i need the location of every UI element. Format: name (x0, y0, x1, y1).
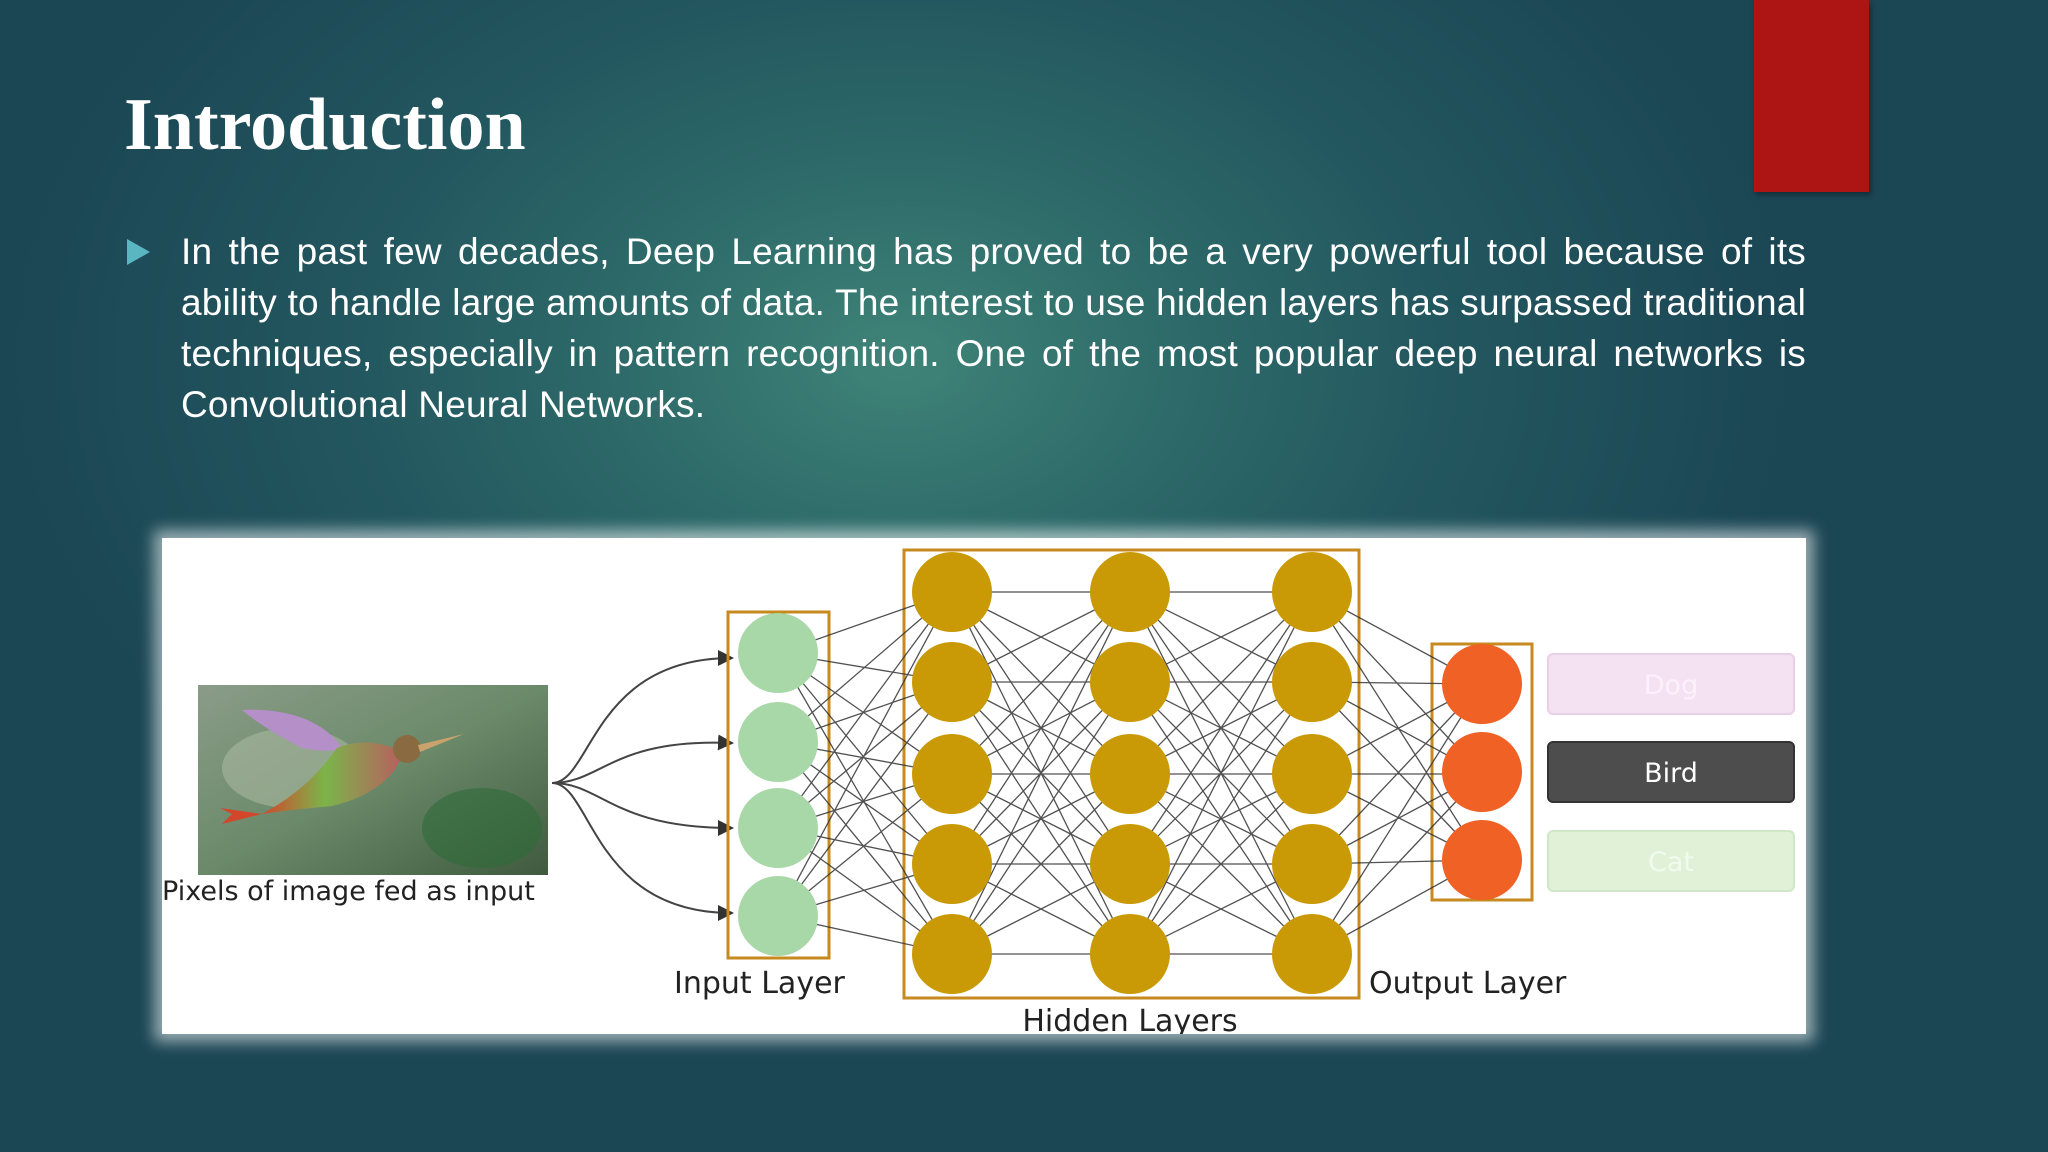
output-node (1442, 732, 1522, 812)
slide-title: Introduction (124, 84, 526, 166)
triangle-bullet-icon (127, 239, 150, 265)
hidden-node (912, 734, 992, 814)
bullet-item: In the past few decades, Deep Learning h… (124, 226, 1806, 430)
output-node (1442, 644, 1522, 724)
input-node (738, 613, 818, 693)
hummingbird-image (198, 685, 548, 875)
hidden-node (1272, 914, 1352, 994)
hidden-node (1090, 642, 1170, 722)
input-nodes (738, 613, 818, 956)
hidden-node (1090, 552, 1170, 632)
hidden-node (912, 914, 992, 994)
hidden-nodes (912, 552, 1352, 994)
image-caption: Pixels of image fed as input (162, 876, 535, 907)
hidden-node (1272, 642, 1352, 722)
network-svg: Pixels of image fed as input (162, 548, 1795, 1034)
hidden-node (1272, 824, 1352, 904)
hidden-node (912, 824, 992, 904)
class-label: Cat (1648, 847, 1694, 878)
input-layer-label: Input Layer (674, 966, 846, 1001)
hidden-node (1272, 734, 1352, 814)
input-node (738, 876, 818, 956)
class-dog: Dog (1547, 653, 1795, 715)
accent-bar (1754, 0, 1869, 192)
hidden-node (912, 552, 992, 632)
input-node (738, 788, 818, 868)
hidden-node (1090, 914, 1170, 994)
hidden-layers-label: Hidden Layers (1022, 1004, 1237, 1034)
hidden-node (1090, 824, 1170, 904)
input-connections (551, 650, 734, 921)
hidden-node (1272, 552, 1352, 632)
output-nodes (1442, 644, 1522, 900)
class-label: Bird (1644, 758, 1698, 789)
hidden-node (912, 642, 992, 722)
bullet-text: In the past few decades, Deep Learning h… (181, 231, 1806, 425)
output-node (1442, 820, 1522, 900)
class-label: Dog (1644, 670, 1698, 701)
neural-network-diagram: Pixels of image fed as input (162, 538, 1806, 1034)
hidden-node (1090, 734, 1170, 814)
class-bird: Bird (1547, 741, 1795, 803)
output-layer-label: Output Layer (1369, 966, 1567, 1001)
class-cat: Cat (1547, 830, 1795, 892)
input-node (738, 702, 818, 782)
